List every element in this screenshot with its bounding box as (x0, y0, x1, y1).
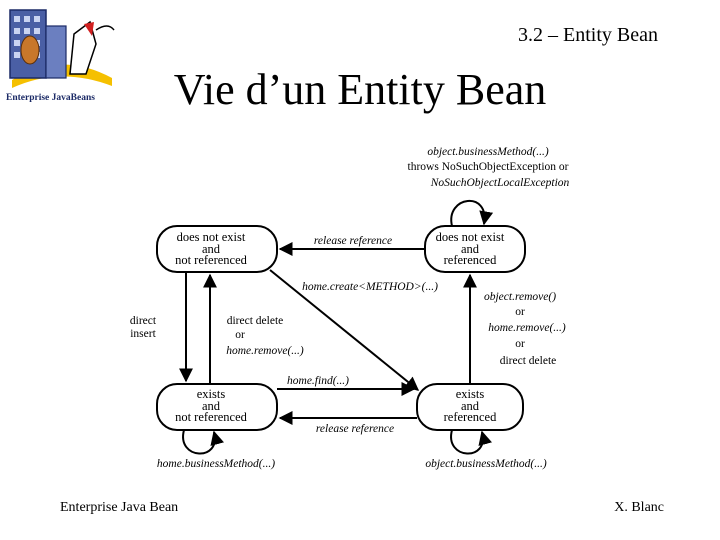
self-loop-arrow-bottom-left (182, 429, 224, 455)
transition-label: insert (130, 328, 156, 340)
state-label: not referenced (175, 410, 248, 424)
state-label: referenced (444, 410, 497, 424)
state-label: and (461, 399, 480, 413)
state-label: and (202, 242, 221, 256)
transition-label: or (235, 329, 245, 341)
enterprise-javabeans-logo: Enterprise JavaBeans (0, 0, 130, 110)
section-heading: 3.2 – Entity Bean (518, 24, 658, 46)
state-exists-referenced: exists and referenced (416, 383, 524, 431)
transition-label: home.businessMethod(...) (157, 458, 275, 470)
state-label: and (461, 242, 480, 256)
state-label: not referenced (175, 253, 248, 267)
transition-label: or (515, 338, 525, 350)
transition-label: direct delete (227, 315, 284, 327)
transition-label: home.remove(...) (226, 345, 304, 357)
transition-label: home.remove(...) (488, 322, 566, 334)
transition-label: direct delete (500, 355, 557, 367)
state-exists-unreferenced: exists and not referenced (156, 383, 278, 431)
state-nonexistent-referenced: does not exist and referenced (424, 225, 526, 273)
transition-label-part: throws NoSuchObjectException or (408, 161, 569, 173)
state-label: exists (456, 387, 485, 401)
transition-label: object.remove() (484, 291, 556, 303)
footer-course-name: Enterprise Java Bean (60, 500, 179, 515)
state-label: does not exist (177, 230, 246, 244)
footer-author: X. Blanc (614, 500, 664, 515)
logo-text: Enterprise JavaBeans (6, 93, 95, 103)
transition-label: object.businessMethod(...) (425, 458, 547, 470)
transition-label: throws NoSuchObjectException or (408, 161, 569, 173)
state-label: and (202, 399, 221, 413)
home-create-arrow (269, 269, 420, 391)
transition-label: home.create<METHOD>(...) (302, 281, 438, 293)
transition-label: release reference (316, 423, 394, 435)
page-title-text: Vie d’un Entity Bean (173, 65, 547, 114)
transition-label: or (515, 306, 525, 318)
transition-label: release reference (314, 235, 392, 247)
transition-label: direct (130, 315, 157, 327)
state-label: referenced (444, 253, 497, 267)
self-loop-arrow-top (450, 199, 494, 227)
self-loop-arrow-bottom-right (450, 429, 492, 455)
state-nonexistent-unreferenced: does not exist and not referenced (156, 225, 278, 273)
page-title: Vie d’un Entity Bean (0, 65, 720, 114)
transition-label: NoSuchObjectLocalException (430, 177, 570, 189)
transition-label: home.find(...) (287, 375, 349, 387)
state-label: exists (197, 387, 226, 401)
transition-label: object.businessMethod(...) (427, 146, 549, 158)
state-label: does not exist (436, 230, 505, 244)
